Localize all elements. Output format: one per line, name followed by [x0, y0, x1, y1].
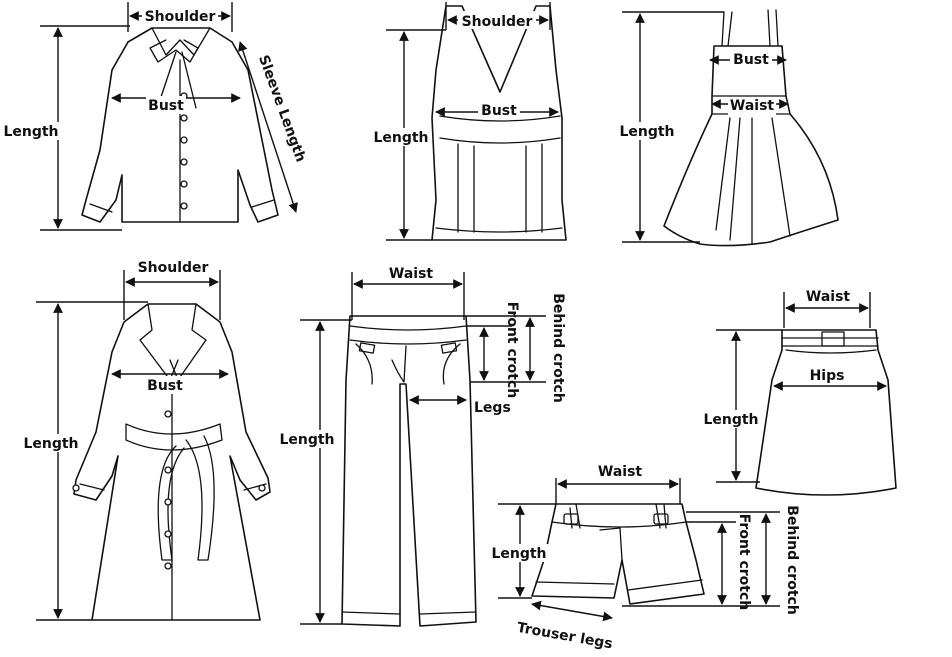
coat-shoulder-label: Shoulder: [138, 260, 209, 276]
shorts-behind-crotch-label: Behind crotch: [784, 505, 800, 615]
dress-illustration: [663, 9, 839, 247]
shorts-illustration: [531, 503, 705, 605]
shirt-illustration: [81, 27, 279, 223]
pants-illustration: [341, 315, 477, 627]
pants-length-label: Length: [279, 432, 334, 448]
coat-bust-label: Bust: [147, 378, 183, 394]
dress-length-label: Length: [619, 124, 674, 140]
shirt-bust-label: Bust: [148, 98, 184, 114]
shirt-shoulder-label: Shoulder: [145, 9, 216, 25]
skirt-hips-label: Hips: [810, 368, 845, 384]
coat-illustration: [72, 303, 271, 621]
coat-buttons: [72, 410, 266, 570]
skirt-illustration: [755, 329, 897, 496]
shorts-front-crotch-label: Front crotch: [736, 514, 752, 611]
dress-bust-label: Bust: [733, 52, 769, 68]
shirt-length-label: Length: [3, 124, 58, 140]
pants-front-crotch-label: Front crotch: [504, 302, 520, 399]
coat-length-label: Length: [23, 436, 78, 452]
shorts-length-label: Length: [491, 546, 546, 562]
pants-legs-label: Legs: [474, 400, 511, 416]
vest-illustration: [431, 5, 567, 241]
skirt-length-label: Length: [703, 412, 758, 428]
vest-length-label: Length: [373, 130, 428, 146]
skirt-waist-label: Waist: [806, 289, 851, 305]
shorts-waist-label: Waist: [598, 464, 643, 480]
dress-waist-label: Waist: [730, 98, 775, 114]
vest-shoulder-label: Shoulder: [462, 14, 533, 30]
pants-behind-crotch-label: Behind crotch: [550, 293, 566, 403]
pants-waist-label: Waist: [389, 266, 434, 282]
shorts-trouser-legs-label: Trouser legs: [516, 620, 614, 653]
vest-bust-label: Bust: [481, 103, 517, 119]
